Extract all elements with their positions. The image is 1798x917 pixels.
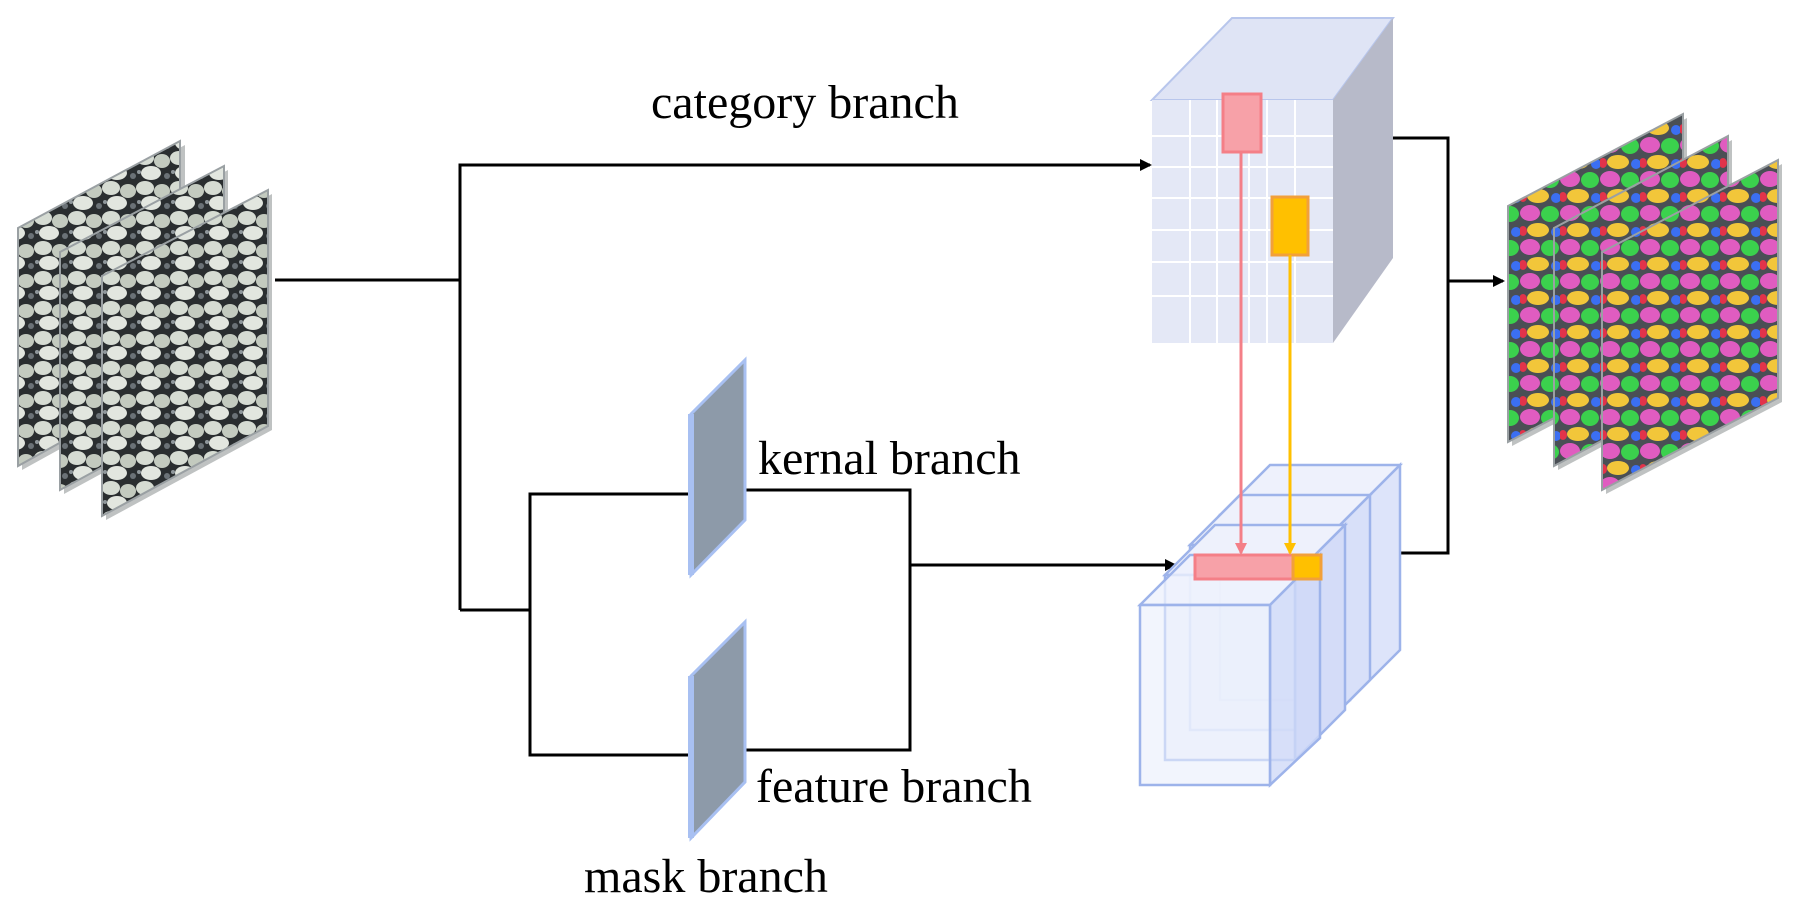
feature-slab	[688, 618, 747, 842]
conv-to-output	[1400, 281, 1450, 555]
kernal-branch-label: kernal branch	[758, 432, 1021, 485]
category-branch-label: category branch	[651, 76, 959, 129]
input-image-stack	[17, 139, 272, 520]
output-mask-stack	[1507, 112, 1782, 494]
output-mask-3	[1601, 158, 1782, 494]
category-grid-side	[1333, 18, 1393, 343]
feature-to-merge	[745, 565, 912, 752]
kernel-to-merge	[745, 488, 912, 565]
category-grid-box	[1149, 17, 1395, 343]
feature-arrow	[528, 610, 702, 761]
input-image-3	[101, 188, 272, 520]
category-cell-yellow	[1270, 195, 1310, 257]
category-connector	[458, 159, 1152, 610]
connector-lines	[275, 136, 1505, 761]
conv-cube-1	[1136, 551, 1324, 788]
mask-branch-label: mask branch	[584, 850, 828, 903]
kernel-slab	[688, 356, 747, 579]
dynamic-conv-cubes	[1136, 461, 1404, 788]
category-cell-pink	[1221, 92, 1263, 154]
feature-branch-label: feature branch	[756, 760, 1032, 813]
conv-kernel-yellow	[1291, 553, 1323, 581]
kernel-arrow	[528, 488, 702, 610]
category-to-output	[1393, 136, 1450, 281]
conv-kernel-pink	[1193, 553, 1295, 581]
